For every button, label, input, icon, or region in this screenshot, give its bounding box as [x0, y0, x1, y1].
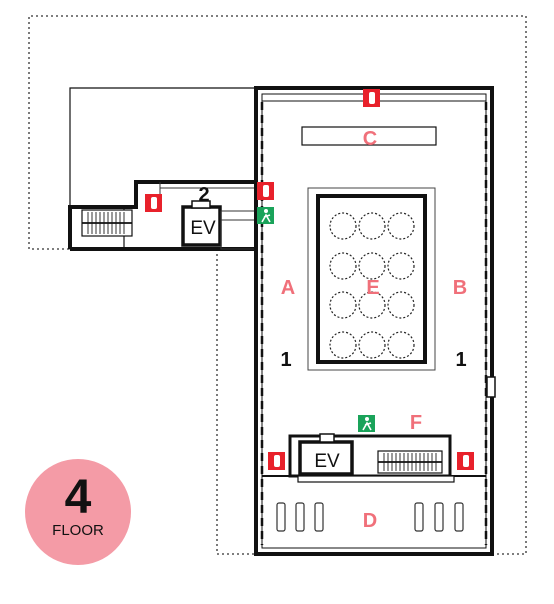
fire-extinguisher-icon [145, 194, 162, 212]
table-icon [329, 212, 415, 359]
floor-label: FLOOR [52, 522, 104, 539]
side-door [486, 376, 496, 398]
annex-stairs-icon [81, 209, 133, 237]
zone-c-counter [301, 126, 437, 146]
fire-extinguisher-icon [268, 452, 285, 470]
fire-extinguisher-icon [363, 89, 380, 107]
floor-badge: 4 FLOOR [25, 459, 131, 565]
floor-badge-circle [25, 459, 131, 565]
zone-c-label: C [363, 128, 377, 150]
fire-extinguisher-icon [457, 452, 474, 470]
fire-extinguisher-icon [257, 182, 274, 200]
zone-d-lockers [276, 502, 464, 532]
zone-f-label: F [410, 412, 422, 434]
emergency-exit-icon [358, 415, 375, 432]
lower-elevator-label: EV [314, 451, 340, 472]
zone-e-label: E [366, 277, 379, 299]
zone-d-label: D [363, 510, 377, 532]
upper-elevator: EV [181, 200, 222, 247]
wall-windows [260, 102, 488, 545]
number-left: 1 [280, 349, 291, 371]
emergency-exit-icon [257, 207, 274, 224]
lower-stairs-icon [377, 450, 443, 474]
number-upper: 2 [198, 184, 209, 206]
floor-number: 4 [65, 471, 92, 524]
number-right: 1 [455, 349, 466, 371]
upper-elevator-label: EV [190, 218, 216, 239]
lower-core: EV [288, 433, 455, 483]
zone-b-label: B [453, 277, 467, 299]
zone-a-label: A [281, 277, 295, 299]
